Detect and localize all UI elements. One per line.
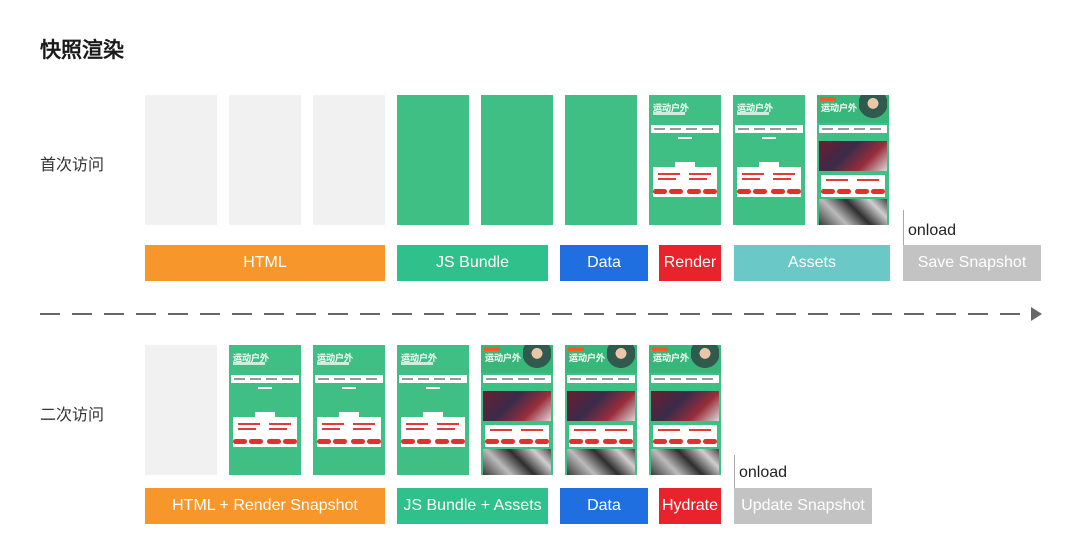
frame-heading: 运动户外	[401, 353, 438, 363]
frame-heading: 运动户外	[737, 103, 774, 113]
phase-bar-data: Data	[560, 488, 648, 524]
phase-bar-hydrate: Hydrate	[659, 488, 721, 524]
frame-heading: 运动户外	[233, 353, 270, 363]
timeline-arrow	[40, 307, 1042, 321]
second-visit-label: 二次访问	[40, 407, 105, 424]
onload-label: onload	[739, 464, 788, 481]
onload-marker	[903, 210, 904, 245]
frame-blank	[313, 95, 385, 225]
frame-rendered: 运动户外	[733, 95, 805, 225]
page-title: 快照渲染	[40, 39, 124, 62]
first-visit-label: 首次访问	[40, 157, 105, 174]
frame-green	[565, 95, 637, 225]
frame-full: 运动户外	[649, 345, 721, 475]
phase-bar-js-bundle: JS Bundle	[397, 245, 548, 281]
frame-heading: 运动户外	[485, 353, 522, 363]
phase-bar-js-bundle-assets: JS Bundle + Assets	[397, 488, 548, 524]
frame-heading: 运动户外	[821, 103, 858, 113]
frame-heading: 运动户外	[317, 353, 354, 363]
phase-bar-save-snapshot: Save Snapshot	[903, 245, 1041, 281]
frame-rendered: 运动户外	[313, 345, 385, 475]
frame-full: 运动户外	[565, 345, 637, 475]
phase-bar-data: Data	[560, 245, 648, 281]
frame-heading: 运动户外	[653, 103, 690, 113]
onload-marker	[734, 455, 735, 488]
frame-heading: 运动户外	[653, 353, 690, 363]
frame-blank	[145, 95, 217, 225]
frame-green	[397, 95, 469, 225]
onload-label: onload	[908, 222, 957, 239]
phase-bar-html-render-snapshot: HTML + Render Snapshot	[145, 488, 385, 524]
frame-full: 运动户外	[481, 345, 553, 475]
frame-heading: 运动户外	[569, 353, 606, 363]
frame-rendered: 运动户外	[229, 345, 301, 475]
frame-rendered: 运动户外	[649, 95, 721, 225]
frame-blank	[229, 95, 301, 225]
phase-bar-render: Render	[659, 245, 721, 281]
frame-full: 运动户外	[817, 95, 889, 225]
frame-rendered: 运动户外	[397, 345, 469, 475]
frame-blank	[145, 345, 217, 475]
phase-bar-update-snapshot: Update Snapshot	[734, 488, 872, 524]
phase-bar-assets: Assets	[734, 245, 890, 281]
frame-green	[481, 95, 553, 225]
phase-bar-html: HTML	[145, 245, 385, 281]
